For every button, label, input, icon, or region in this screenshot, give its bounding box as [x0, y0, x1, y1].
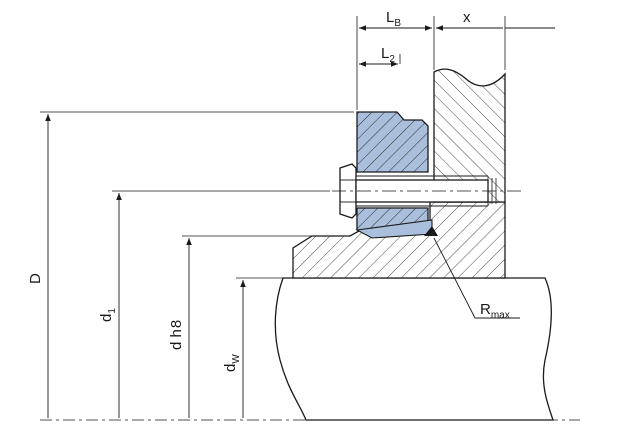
rmax-leader: [433, 237, 520, 319]
extension-lines: [40, 16, 506, 279]
label-dh8: d h8: [168, 320, 185, 350]
bolt-head: [339, 163, 357, 219]
label-x: x: [463, 9, 471, 26]
radius-marker: [424, 226, 438, 236]
label-rmax: Rmax: [480, 301, 510, 321]
label-d-outer: D: [27, 273, 44, 284]
dimension-lines: [45, 25, 555, 418]
mating-wall-section: [433, 68, 506, 203]
outer-ring-section: [356, 111, 429, 173]
shaft-outline: [274, 277, 554, 421]
label-d1: d1: [98, 308, 118, 322]
label-dw: dW: [222, 354, 242, 372]
label-l2: L2: [381, 45, 395, 65]
label-lb: LB: [386, 9, 401, 29]
